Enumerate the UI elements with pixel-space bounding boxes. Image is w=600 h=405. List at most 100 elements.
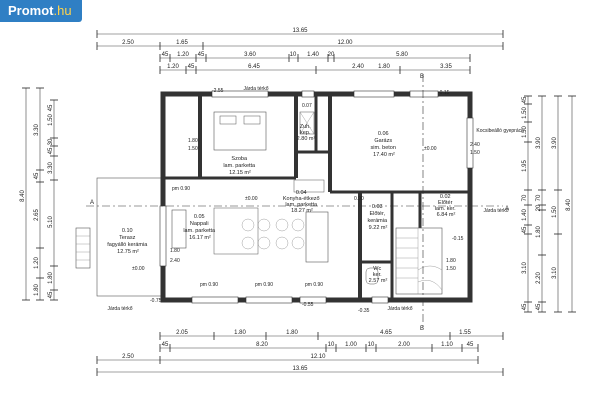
dim-bot-r1-0: 2.05 <box>176 330 188 336</box>
opening-heights: 1.80 1.50 0.07 1.80 2.40 2.40 1.50 0.90 … <box>170 103 480 272</box>
windows <box>159 90 474 304</box>
h-6: 2.40 <box>470 142 480 148</box>
dim-top-r4-0: 1.20 <box>167 64 179 70</box>
dim-bot-r3-0: 2.50 <box>122 354 134 360</box>
dim-left-a-0: 3.30 <box>34 124 40 136</box>
room-terrace: 0.10 Terasz fagyálló kerámia 12.75 m² <box>107 228 149 255</box>
dim-bot-r1-4: 1.55 <box>459 330 471 336</box>
dim-top-r3-4: 10 <box>290 52 297 58</box>
dim-top-r3-7: 5.80 <box>396 52 408 58</box>
dim-bot-r1-2: 1.80 <box>286 330 298 336</box>
right-dimension-chains: 45 1.50 1.50 1.95 70 1.40 45 3.10 45 3.9… <box>522 95 576 313</box>
dim-bot-r2-4: 10 <box>368 342 375 348</box>
section-b-top: B <box>420 74 424 80</box>
dim-left-a-1: 45 <box>34 172 40 179</box>
level-015: -0.15 <box>452 236 464 242</box>
dim-right-a-2: 1.50 <box>522 126 528 138</box>
dim-top-r2-2: 12.00 <box>337 40 353 46</box>
section-b-bottom: B <box>420 326 424 332</box>
sidewalk-bottom: Járda térkő <box>387 306 412 312</box>
dim-right-a-3: 1.95 <box>522 160 528 172</box>
dim-top-r2-1: 1.65 <box>176 40 188 46</box>
dim-top-r2-0: 2.50 <box>122 40 134 46</box>
pm-a: pm 0.90 <box>172 186 190 192</box>
dim-bot-r2-7: 45 <box>467 342 474 348</box>
toilet <box>365 267 379 285</box>
dim-top-r4-2: 6.45 <box>248 64 260 70</box>
section-lines: A A B B <box>86 74 509 332</box>
h-3: 0.07 <box>302 103 312 109</box>
terrace-steps <box>75 227 91 269</box>
room-shower: Zuh. kер. 2.80 m² <box>297 124 316 142</box>
dim-top-r3-6: 20 <box>328 52 335 58</box>
dim-bot-r1-1: 1.80 <box>234 330 246 336</box>
dim-bot-r3-1: 12.10 <box>310 354 326 360</box>
dim-right-c-0: 3.90 <box>552 137 558 149</box>
room-entry: 0.02 Előtér lam. ker. 6.84 m² <box>435 194 457 218</box>
room-labels: Szoba lam. parketta 12.15 m² Zuh. kер. 2… <box>107 124 457 284</box>
brand-logo[interactable]: Promot.hu <box>0 0 82 22</box>
top-dimension-chains: 13.65 2.50 1.65 12.00 45 1.20 45 3.60 10… <box>96 28 504 74</box>
dim-left-b-3: 3.30 <box>48 162 54 174</box>
shower <box>299 111 315 135</box>
dim-right-c-3: 3.10 <box>552 267 558 279</box>
staircase <box>395 227 443 295</box>
dim-bot-total: 13.65 <box>292 366 308 372</box>
dim-left-b-7: 45 <box>48 104 54 111</box>
dim-bot-r2-6: 1.10 <box>441 342 453 348</box>
dim-top-r3-2: 45 <box>198 52 205 58</box>
dim-top-r3-1: 1.20 <box>177 52 189 58</box>
driveway-label: Kocsibeálló gyeprács <box>476 128 524 134</box>
section-a-right: A <box>505 206 509 212</box>
dim-left-a-4: 1.80 <box>34 284 40 296</box>
dim-bot-r2-5: 2.00 <box>398 342 410 348</box>
dim-right-a-1: 1.50 <box>522 107 528 119</box>
dim-left-a-3: 1.20 <box>34 257 40 269</box>
dim-left-b-0: 1.50 <box>48 114 54 126</box>
dim-right-a-4: 70 <box>522 194 528 201</box>
h-1: 1.50 <box>188 146 198 152</box>
h-5: 1.50 <box>470 150 480 156</box>
brand-name: Promot <box>8 3 54 18</box>
rug <box>213 207 259 255</box>
room-bedroom: Szoba lam. parketta 12.15 m² <box>223 156 256 176</box>
h-8: 1.80 <box>446 258 456 264</box>
h-4: 1.80 <box>170 248 180 254</box>
dim-left-b-4: 5.10 <box>48 216 54 228</box>
level-000-a: ±0.00 <box>245 196 258 202</box>
dim-bot-r1-3: 4.65 <box>380 330 392 336</box>
h-7: 0.90 <box>354 196 364 202</box>
dim-bot-r2-3: 1.00 <box>345 342 357 348</box>
dim-bot-r2-2: 10 <box>328 342 335 348</box>
pm-c: pm 0.90 <box>255 282 273 288</box>
bottom-dimension-chains: 2.05 1.80 1.80 4.65 1.55 45 8.20 10 1.00… <box>96 330 504 376</box>
pm-d: pm 0.90 <box>305 282 323 288</box>
dim-left-b-6: 45 <box>48 291 54 298</box>
dim-left-b-2: 45 <box>48 147 54 154</box>
h-0: 1.80 <box>188 138 198 144</box>
level-055: -0.55 <box>302 302 314 308</box>
pm-b: pm 0.90 <box>200 282 218 288</box>
outside-labels: Járda térkő Járda térkő Járda térkő Járd… <box>107 86 524 312</box>
sofa <box>171 209 187 249</box>
room-living: 0.05 Nappali lam. parketta 16.17 m² <box>183 214 216 241</box>
brand-tld: .hu <box>53 3 72 18</box>
dim-top-r3-5: 1.40 <box>307 52 319 58</box>
room-kitchen: 0.04 Konyha-étkező lam. parketta 18.27 m… <box>283 190 321 214</box>
dim-right-b-0: 3.90 <box>536 137 542 149</box>
dim-right-b-3: 1.80 <box>536 226 542 238</box>
level-075: -0.75 <box>150 298 162 304</box>
bed <box>213 111 267 151</box>
dim-top-r4-5: 3.35 <box>440 64 452 70</box>
level-255: -2.55 <box>212 88 224 94</box>
dim-top-r4-3: 2.40 <box>352 64 364 70</box>
level-000-b: ±0.00 <box>132 266 145 272</box>
h-10: 1.50 <box>446 266 456 272</box>
dim-right-b-5: 45 <box>536 303 542 310</box>
garage-door <box>466 117 474 169</box>
room-hall: 0.03 Előtér, kerámia 9.22 m² <box>367 204 388 231</box>
h-2: 2.40 <box>170 258 180 264</box>
dim-top-r4-4: 1.80 <box>378 64 390 70</box>
dim-right-c-2: 8.40 <box>566 199 572 211</box>
